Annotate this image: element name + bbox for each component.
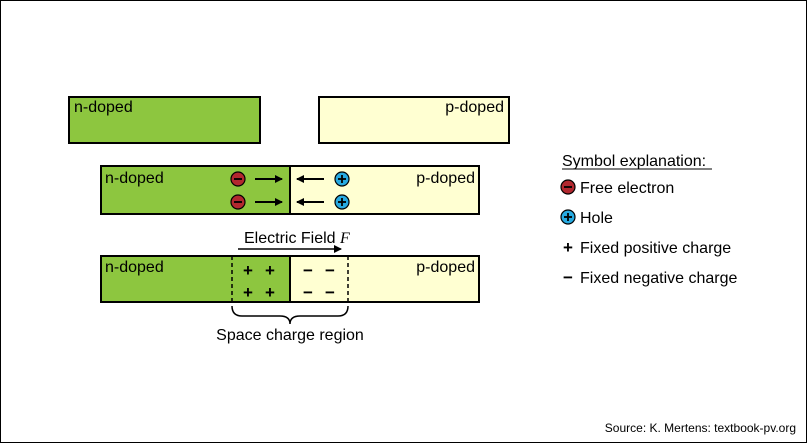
n-region-neutral [101,256,232,302]
legend-positive-text: Fixed positive charge [580,240,731,257]
legend-item-positive: + Fixed positive charge [563,238,731,257]
legend-title: Symbol explanation: [562,153,706,170]
legend: Symbol explanation: Free electron Hole +… [560,153,738,287]
p-label-separated: p-doped [445,99,504,116]
p-region-diffusion [290,166,479,214]
n-label-separated: n-doped [74,99,133,116]
hole-icon [560,209,576,225]
electric-field: Electric Field F [238,230,350,253]
row-equilibrium: n-doped p-doped + + + + − − − − [100,255,480,303]
p-label-equilibrium: p-doped [416,259,475,276]
p-block-separated [318,96,510,144]
fixed-positive-charge: + [265,283,275,302]
row-separated: n-doped p-doped [68,96,510,144]
n-block-separated [68,96,261,144]
p-region-neutral [348,256,479,302]
p-depletion-zone [290,256,348,302]
n-label-diffusion: n-doped [105,170,164,187]
source-credit: Source: K. Mertens: textbook-pv.org [605,421,796,435]
fixed-negative-charge: − [325,283,335,302]
electron-icon [560,179,576,195]
fixed-positive-charge: + [243,261,253,280]
n-region-diffusion [101,166,290,214]
n-depletion-zone [232,256,290,302]
electron-icon [230,194,246,210]
fixed-positive-charge: + [265,261,275,280]
legend-hole-text: Hole [580,210,613,227]
space-charge-brace [231,305,349,325]
n-label-equilibrium: n-doped [105,259,164,276]
p-label-diffusion: p-doped [416,170,475,187]
plus-icon: + [563,238,573,257]
legend-negative-text: Fixed negative charge [580,270,738,287]
space-charge-label: Space charge region [216,327,364,344]
hole-icon [334,171,350,187]
legend-electron-text: Free electron [580,180,674,197]
fixed-positive-charge: + [243,283,253,302]
fixed-negative-charge: − [303,283,313,302]
legend-item-hole: Hole [560,209,613,227]
minus-icon: − [563,268,573,287]
legend-item-negative: − Fixed negative charge [563,268,738,287]
hole-icon [334,194,350,210]
fixed-negative-charge: − [303,261,313,280]
electron-icon [230,171,246,187]
electric-field-label: Electric Field F [244,230,350,247]
row-diffusion: n-doped p-doped [100,165,480,215]
legend-item-electron: Free electron [560,179,674,197]
fixed-negative-charge: − [325,261,335,280]
